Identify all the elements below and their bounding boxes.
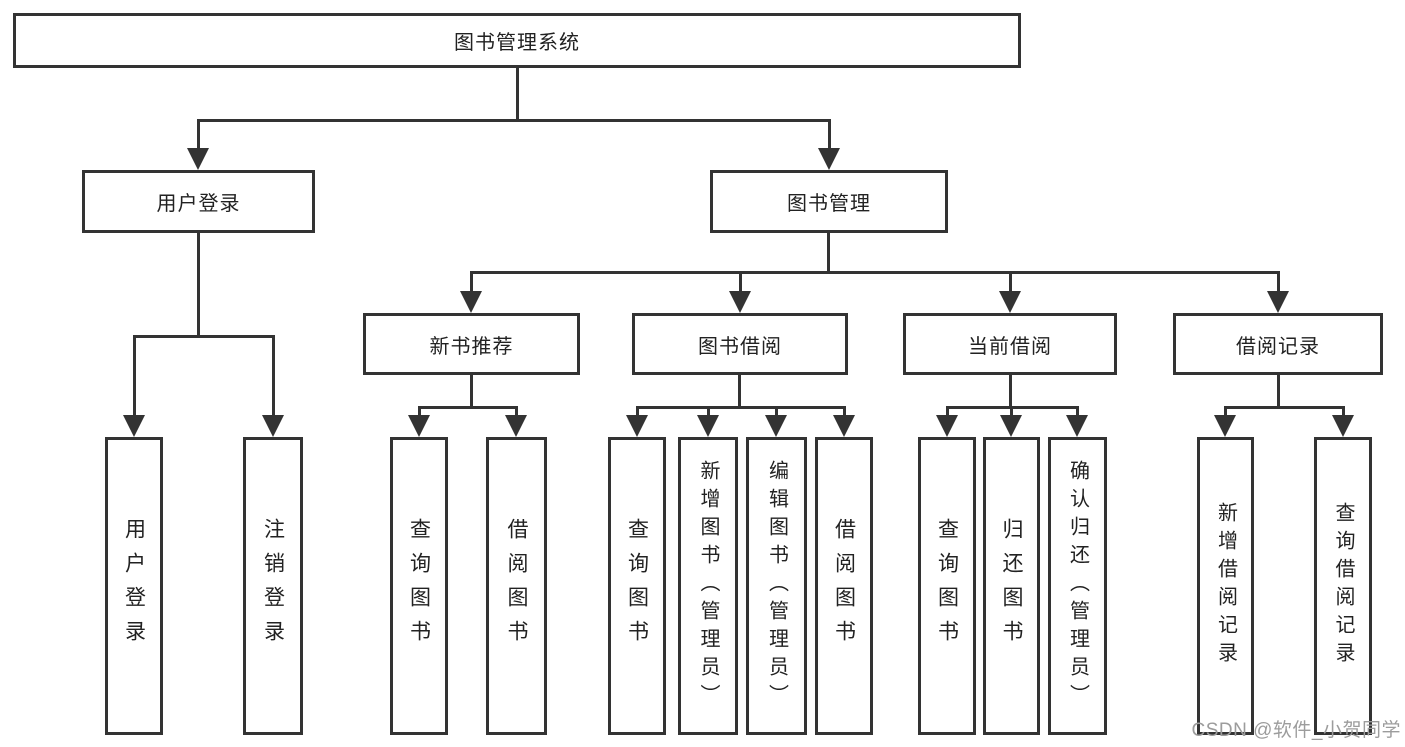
node-label: 新书推荐	[429, 335, 514, 358]
arrowhead	[729, 291, 751, 313]
arrowhead	[818, 148, 840, 170]
leaf-user-login: 用户登录	[105, 437, 163, 735]
connector-line	[470, 271, 473, 293]
arrowhead	[833, 415, 855, 437]
node-book-borrowing: 图书借阅	[632, 313, 848, 375]
leaf-query-books-recommend: 查询图书	[390, 437, 448, 735]
leaf-query-borrow-record: 查询借阅记录	[1314, 437, 1372, 735]
arrowhead	[999, 291, 1021, 313]
node-label: 查询图书	[407, 518, 431, 654]
connector-line	[1010, 406, 1013, 417]
node-book-management: 图书管理	[710, 170, 948, 233]
connector-line	[1277, 375, 1280, 408]
node-label: 借阅记录	[1236, 335, 1320, 358]
connector-line	[828, 119, 831, 150]
arrowhead	[1214, 415, 1236, 437]
arrowhead	[1000, 415, 1022, 437]
connector-line	[739, 271, 742, 293]
connector-line	[470, 271, 1279, 274]
node-label: 归还图书	[1000, 518, 1023, 654]
node-label: 查询借阅记录	[1332, 502, 1354, 670]
arrowhead	[626, 415, 648, 437]
connector-line	[197, 233, 200, 337]
node-label: 确认归还（管理员）	[1066, 460, 1089, 712]
connector-line	[775, 406, 778, 417]
node-label: 用户登录	[156, 193, 241, 215]
node-label: 新增借阅记录	[1214, 502, 1237, 670]
node-label: 查询图书	[935, 518, 959, 654]
arrowhead	[187, 148, 209, 170]
connector-line	[133, 335, 275, 338]
arrowhead	[505, 415, 527, 437]
connector-line	[1224, 406, 1227, 417]
leaf-add-books-admin: 新增图书（管理员）	[678, 437, 738, 735]
connector-line	[197, 119, 830, 122]
node-system-root: 图书管理系统	[13, 13, 1021, 68]
node-current-borrowing: 当前借阅	[903, 313, 1117, 375]
connector-line	[636, 406, 639, 417]
node-label: 图书管理	[787, 193, 871, 215]
leaf-confirm-return-admin: 确认归还（管理员）	[1048, 437, 1107, 735]
connector-line	[1277, 271, 1280, 293]
connector-line	[515, 406, 518, 417]
node-new-book-recommendation: 新书推荐	[363, 313, 580, 375]
node-label: 图书管理系统	[454, 32, 580, 54]
arrowhead	[1066, 415, 1088, 437]
connector-line	[1342, 406, 1345, 417]
connector-line	[197, 119, 200, 150]
node-label: 编辑图书（管理员）	[765, 460, 788, 712]
connector-line	[1009, 375, 1012, 408]
connector-line	[843, 406, 846, 417]
arrowhead	[408, 415, 430, 437]
connector-line	[707, 406, 710, 417]
connector-line	[418, 406, 518, 409]
node-user-login: 用户登录	[82, 170, 315, 233]
connector-line	[516, 68, 519, 121]
arrowhead	[936, 415, 958, 437]
connector-line	[738, 375, 741, 408]
leaf-logout-login: 注销登录	[243, 437, 303, 735]
arrowhead	[1267, 291, 1289, 313]
node-label: 图书借阅	[698, 335, 782, 358]
connector-line	[418, 406, 421, 417]
node-label: 借阅图书	[505, 518, 528, 654]
connector-line	[827, 233, 830, 273]
node-label: 用户登录	[122, 518, 146, 654]
connector-line	[470, 375, 473, 408]
arrowhead	[765, 415, 787, 437]
node-label: 当前借阅	[968, 335, 1052, 358]
leaf-edit-books-admin: 编辑图书（管理员）	[746, 437, 807, 735]
node-label: 借阅图书	[832, 518, 856, 654]
connector-line	[946, 406, 949, 417]
connector-line	[1009, 271, 1012, 293]
node-label: 注销登录	[261, 518, 285, 654]
leaf-borrow-books-borrowing: 借阅图书	[815, 437, 873, 735]
leaf-borrow-books-recommend: 借阅图书	[486, 437, 547, 735]
node-label: 新增图书（管理员）	[697, 460, 719, 712]
arrowhead	[123, 415, 145, 437]
connector-line	[1076, 406, 1079, 417]
watermark: CSDN @软件_小贺同学	[1191, 720, 1401, 741]
connector-line	[272, 335, 275, 417]
connector-line	[636, 406, 845, 409]
node-borrowing-records: 借阅记录	[1173, 313, 1383, 375]
leaf-return-books: 归还图书	[983, 437, 1040, 735]
connector-line	[1224, 406, 1344, 409]
arrowhead	[1332, 415, 1354, 437]
leaf-query-books-current: 查询图书	[918, 437, 976, 735]
leaf-add-borrow-record: 新增借阅记录	[1197, 437, 1254, 735]
node-label: 查询图书	[625, 518, 649, 654]
arrowhead	[262, 415, 284, 437]
arrowhead	[460, 291, 482, 313]
arrowhead	[697, 415, 719, 437]
connector-line	[133, 335, 136, 417]
leaf-query-books-borrowing: 查询图书	[608, 437, 666, 735]
